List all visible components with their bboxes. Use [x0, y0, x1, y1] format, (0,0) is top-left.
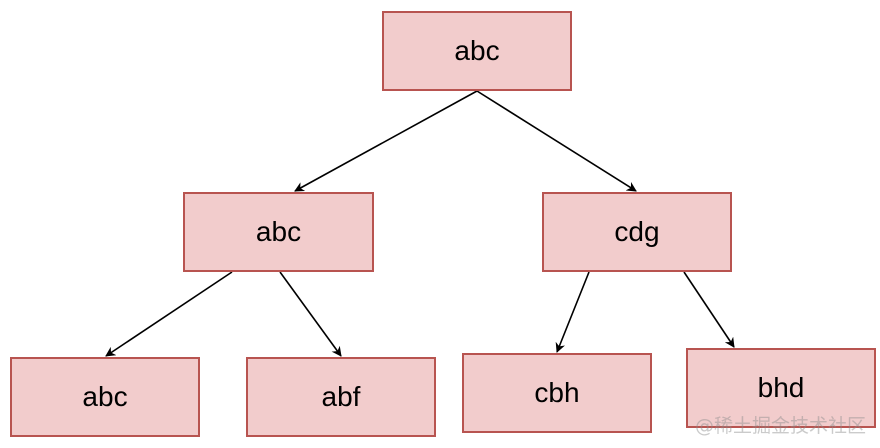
node-root-label: abc [454, 35, 500, 66]
node-left-left: abc [10, 357, 200, 437]
edge-left-to-left-right [279, 271, 342, 357]
node-root: abc [382, 11, 572, 91]
node-right-left: cbh [462, 353, 652, 433]
edge-root-to-left [294, 90, 478, 192]
node-left: abc [183, 192, 374, 272]
edge-left-to-left-left [105, 271, 233, 357]
node-left-right: abf [246, 357, 436, 437]
watermark: @稀土掘金技术社区 [694, 415, 866, 437]
edge-root-to-right [476, 90, 637, 192]
node-right-right-label: bhd [757, 372, 805, 403]
node-left-left-label: abc [82, 381, 128, 412]
node-left-right-label: abf [321, 381, 361, 412]
node-left-label: abc [255, 216, 302, 247]
node-right: cdg [542, 192, 732, 272]
edge-right-to-right-left [555, 271, 590, 353]
node-right-left-label: cbh [534, 377, 580, 408]
edge-right-to-right-right [683, 271, 735, 348]
node-right-label: cdg [614, 216, 660, 247]
node-right-right: bhd [686, 348, 876, 428]
